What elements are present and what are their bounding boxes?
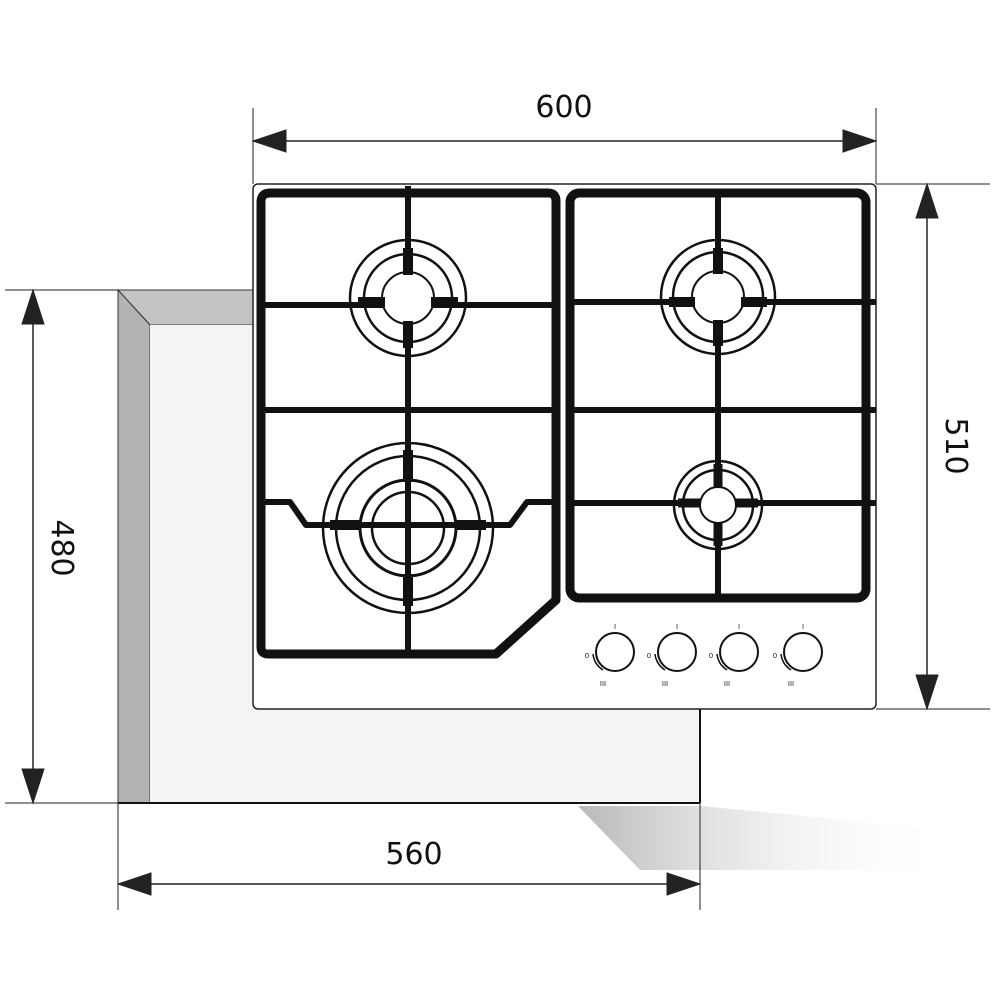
control-knob[interactable]: I 0 III <box>709 623 759 688</box>
left-grate-frame <box>256 188 561 659</box>
arrowhead <box>116 872 152 896</box>
knob-bottom-mark: III <box>600 680 606 688</box>
knob-side-mark: 0 <box>585 652 589 660</box>
cutout-shadow <box>578 806 950 870</box>
knob-top-mark: I <box>738 623 740 631</box>
left-grate <box>256 186 561 659</box>
dimension-cutout-width-560 <box>116 803 702 910</box>
arrowhead <box>251 129 287 153</box>
knob-top-mark: I <box>614 623 616 631</box>
burner-rear-left <box>348 238 468 358</box>
knob-side-mark: 0 <box>647 652 651 660</box>
control-knob[interactable]: I 0 III <box>773 623 823 688</box>
knob-top-mark: I <box>802 623 804 631</box>
control-knob[interactable]: I 0 III <box>585 623 635 688</box>
dimension-label-cutout-width: 560 <box>385 837 442 872</box>
knob-bottom-mark: III <box>788 680 794 688</box>
dimension-label-cutout-depth: 480 <box>44 519 79 576</box>
control-knob[interactable]: I 0 III <box>647 623 697 688</box>
knob-bottom-mark: III <box>662 680 668 688</box>
knob-side-mark: 0 <box>773 652 777 660</box>
dimension-label-width: 600 <box>535 90 592 125</box>
arrowhead <box>842 129 878 153</box>
dimension-width-600 <box>251 108 878 184</box>
dimension-depth-510 <box>876 182 990 711</box>
arrowhead <box>915 182 939 219</box>
hob-panel <box>252 183 877 710</box>
arrowhead <box>21 768 45 805</box>
knob-side-mark: 0 <box>709 652 713 660</box>
arrowhead <box>666 872 702 896</box>
burner-rear-right <box>659 238 777 356</box>
burner-front-left-wok <box>321 441 495 615</box>
knob-bottom-mark: III <box>724 680 730 688</box>
control-knobs: I 0 III I 0 III I 0 III I 0 III <box>585 623 823 688</box>
arrowhead <box>21 288 45 325</box>
arrowhead <box>915 674 939 711</box>
burner-front-right-small <box>672 459 764 551</box>
knob-top-mark: I <box>676 623 678 631</box>
dimension-cutout-depth-480 <box>5 288 118 805</box>
cutout-side-wall <box>117 288 151 804</box>
dimension-label-depth: 510 <box>938 417 973 474</box>
